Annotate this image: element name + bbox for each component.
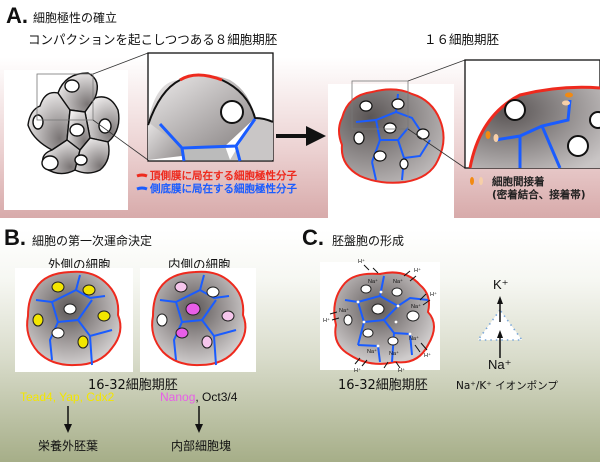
nucleus <box>41 155 59 171</box>
nucleus-light-pink <box>174 281 188 293</box>
svg-text:Na⁺: Na⁺ <box>339 307 349 314</box>
nucleus-yellow <box>77 335 89 349</box>
apical-membrane <box>468 85 600 169</box>
zoom-region-box <box>351 80 409 130</box>
section-a-figure <box>27 52 600 224</box>
legend-junction: 細胞間接着 <box>492 176 545 188</box>
na-k-pump-icon <box>476 296 524 358</box>
oct-gene: , Oct3/4 <box>195 390 238 404</box>
adherens-junction <box>562 100 570 106</box>
trophectoderm-label: 栄養外胚葉 <box>38 439 99 453</box>
nucleus-yellow <box>32 313 44 327</box>
ion-labels: H⁺ Na⁺ H⁺ Na⁺ H⁺ Na⁺ Na⁺ H⁺ Na⁺ H⁺ Na⁺ H⁺ Na⁺ H… <box>323 258 437 374</box>
svg-text:H⁺: H⁺ <box>414 267 421 274</box>
arrow-inner-to-icm <box>195 406 203 433</box>
arrow-outer-to-te <box>64 406 72 433</box>
svg-text:Na⁺: Na⁺ <box>409 335 419 342</box>
junction-dots <box>356 290 412 348</box>
nucleus-magenta <box>185 302 201 316</box>
svg-text:Na⁺: Na⁺ <box>411 303 421 310</box>
svg-text:Na⁺: Na⁺ <box>389 350 399 357</box>
legend-junction-detail: (密着結合、接着帯) <box>492 189 586 201</box>
pump-label: Na⁺/K⁺ イオンポンプ <box>456 380 558 392</box>
outer-cell-embryo <box>26 270 122 367</box>
section-b-title: 細胞の第一次運命決定 <box>32 234 153 248</box>
section-c-title: 胚盤胞の形成 <box>332 234 405 248</box>
embryo-16cell <box>338 88 445 184</box>
svg-text:Na⁺: Na⁺ <box>393 278 403 285</box>
progression-arrow <box>276 126 326 146</box>
basolateral-legend-mark <box>136 186 148 191</box>
svg-text:H⁺: H⁺ <box>424 352 431 359</box>
nucleus-white <box>206 286 220 298</box>
svg-text:Na⁺: Na⁺ <box>367 348 377 355</box>
pump-na-label: Na⁺ <box>488 357 512 372</box>
svg-text:Na⁺: Na⁺ <box>368 278 378 285</box>
section-a-letter: A. <box>6 3 28 28</box>
svg-text:H⁺: H⁺ <box>398 367 405 374</box>
tight-junction-legend-mark <box>470 177 474 185</box>
zoom-box-16cell <box>464 59 600 169</box>
adherens-junction-legend-mark <box>479 177 483 185</box>
nucleus-yellow <box>51 281 65 293</box>
tight-junction <box>485 131 491 139</box>
stage-label-c: 16-32細胞期胚 <box>338 378 428 393</box>
svg-text:H⁺: H⁺ <box>358 258 365 265</box>
section-c-letter: C. <box>302 225 324 250</box>
stage-label-8cell: コンパクションを起こしつつある８細胞期胚 <box>28 32 278 47</box>
basolateral-membrane <box>494 99 572 169</box>
inner-cell-embryo <box>151 270 247 367</box>
nucleus <box>64 79 80 93</box>
inner-marker-genes: Nanog, Oct3/4 <box>160 390 237 404</box>
adherens-junction <box>493 134 499 142</box>
tight-junction <box>565 92 573 98</box>
nucleus-magenta <box>175 327 189 339</box>
zoom-region-box <box>36 73 94 121</box>
nucleus-white <box>63 303 77 315</box>
section-a-title: 細胞極性の確立 <box>33 11 118 25</box>
stage-label-b: 16-32細胞期胚 <box>88 378 178 393</box>
basolateral-membrane <box>158 118 257 150</box>
nucleus <box>74 154 88 166</box>
zoom-box-8cell <box>147 52 274 162</box>
zoom-connector <box>92 52 149 75</box>
outer-marker-genes: Tead4, Yap, Cdx2 <box>20 390 115 404</box>
nucleus-yellow <box>82 284 96 296</box>
nucleus <box>69 123 85 137</box>
nucleus <box>220 100 244 124</box>
apical-membrane <box>179 73 223 82</box>
nucleus-yellow <box>97 310 111 322</box>
svg-text:H⁺: H⁺ <box>354 367 361 374</box>
inner-cell-mass-label: 内部細胞塊 <box>171 439 232 453</box>
cell <box>27 91 71 151</box>
svg-text:H⁺: H⁺ <box>430 291 437 298</box>
ion-exchange-arrows <box>329 264 431 369</box>
nucleus <box>98 118 112 134</box>
section-b-letter: B. <box>4 225 26 250</box>
nucleus <box>32 114 44 130</box>
blastocyst-embryo <box>333 271 435 365</box>
zoom-connector <box>92 119 149 161</box>
apical-legend-mark <box>136 173 148 178</box>
stage-label-16cell: １６細胞期胚 <box>424 32 500 47</box>
nanog-gene: Nanog <box>160 390 196 404</box>
nucleus-light-pink <box>201 335 213 349</box>
legend-apical: 頂側膜に局在する細胞極性分子 <box>150 170 297 182</box>
pump-k-label: K⁺ <box>493 277 509 292</box>
nucleus-light-pink <box>221 310 235 322</box>
nucleus-white <box>156 313 168 327</box>
legend-basolateral: 側底膜に局在する細胞極性分子 <box>150 183 297 195</box>
nucleus-white <box>51 327 65 339</box>
svg-text:H⁺: H⁺ <box>323 317 330 324</box>
